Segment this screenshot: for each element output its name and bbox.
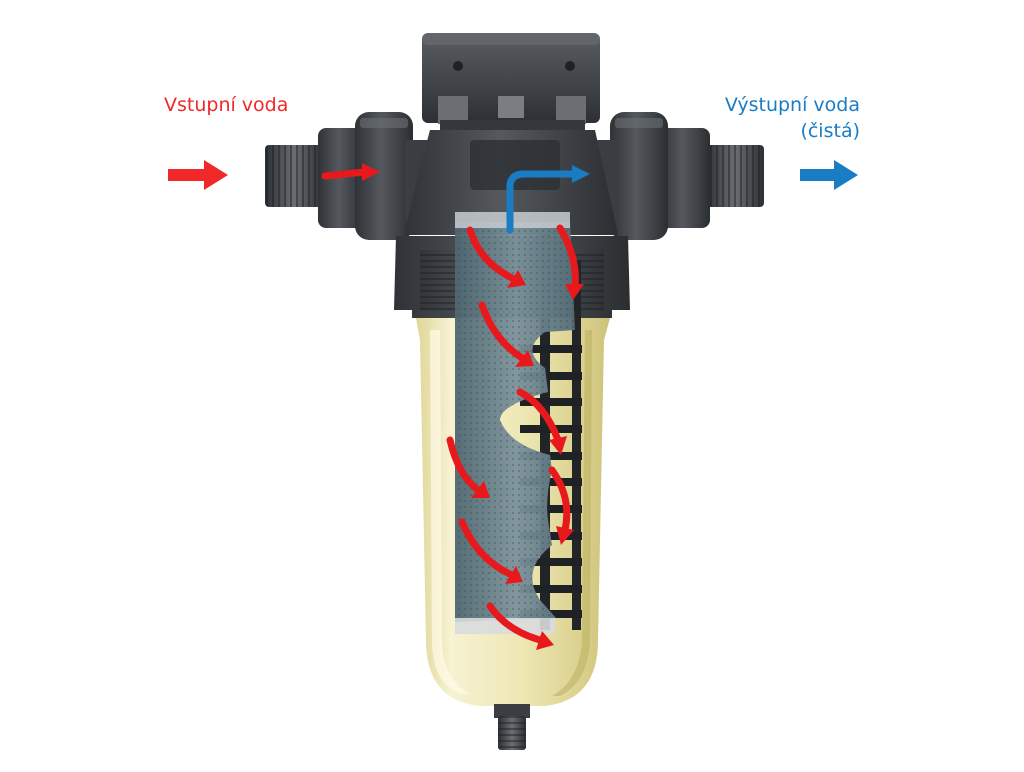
flow-arrows <box>446 224 584 650</box>
arrow-right-icon <box>800 160 858 190</box>
inlet-fitting <box>265 112 445 240</box>
inlet-flow-arrow <box>321 163 380 181</box>
inlet-label: Vstupní voda <box>164 94 289 116</box>
outlet-flow-arrow <box>506 165 590 234</box>
outlet-label: Výstupní voda (čistá) <box>700 92 860 144</box>
outlet-label-line2: (čistá) <box>800 120 860 142</box>
arrow-right-icon <box>168 160 228 190</box>
mounting-bracket <box>422 33 600 150</box>
drain-valve <box>494 704 530 750</box>
mesh-cartridge <box>455 212 575 634</box>
outlet-label-line1: Výstupní voda <box>724 94 860 116</box>
